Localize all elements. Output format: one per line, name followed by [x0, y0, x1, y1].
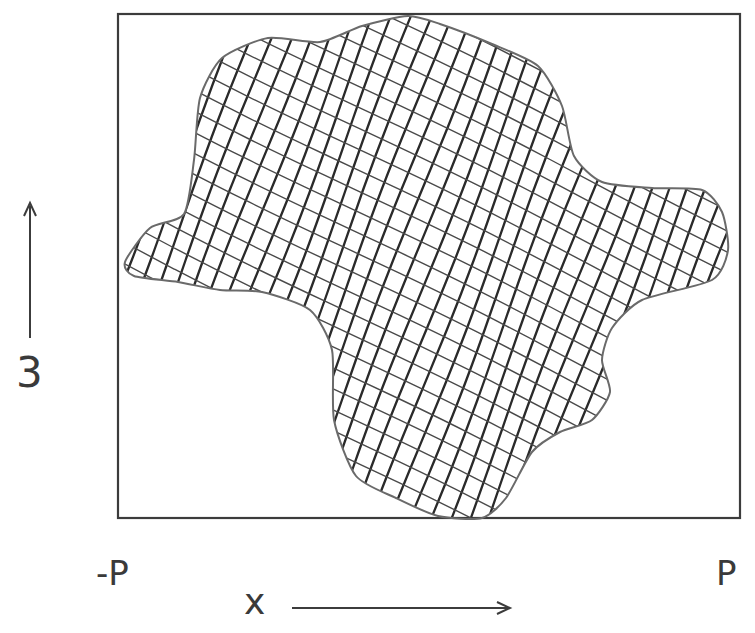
hatch-line	[100, 0, 755, 171]
hatch-line	[0, 0, 124, 540]
hatch-line	[100, 188, 755, 528]
axis-label: x	[244, 584, 265, 620]
hatch-line	[120, 0, 332, 540]
axis-arrow	[292, 607, 508, 609]
hatch-line	[100, 0, 755, 45]
hatch-line	[100, 503, 755, 633]
hatch-line	[345, 0, 556, 540]
hatch-line	[0, 0, 43, 540]
axis-limit: P	[716, 556, 737, 590]
hatch-line	[100, 0, 755, 318]
hatch-line	[78, 0, 295, 540]
hatch-line	[100, 82, 755, 422]
hatch-line	[100, 19, 755, 359]
axis-arrowhead	[24, 203, 36, 216]
hatch-line	[381, 0, 598, 540]
hatch-line	[100, 40, 755, 380]
hatch-line	[422, 0, 637, 540]
hatch-line	[615, 0, 755, 540]
hatch-line	[594, 0, 755, 540]
hatch-line	[0, 0, 196, 540]
hatch-line	[100, 230, 755, 569]
axis-arrowhead	[497, 602, 510, 614]
hatch-line	[192, 0, 405, 540]
hatch-line	[100, 630, 755, 633]
region-outline	[125, 16, 729, 519]
hatch-line	[0, 0, 144, 540]
hatch-line	[100, 103, 755, 443]
hatch-line	[652, 0, 755, 540]
hatch-line	[100, 419, 755, 633]
hatch-line	[100, 524, 755, 633]
hatch-line	[100, 0, 755, 3]
hatch-line	[100, 609, 755, 633]
hatch-line	[100, 398, 755, 633]
hatch-line	[100, 145, 755, 485]
hatch-line	[100, 314, 755, 633]
hatch-line	[0, 0, 62, 540]
hatch-line	[0, 0, 82, 540]
axis-arrow	[29, 206, 31, 338]
hatch-line	[100, 0, 755, 297]
hatch-line	[100, 0, 755, 150]
hatch-line	[58, 0, 275, 540]
hatch-line	[100, 356, 755, 633]
hatch-line	[100, 0, 755, 338]
hatch-line	[100, 0, 755, 192]
hatch-line	[634, 0, 755, 540]
hatch-line	[100, 272, 755, 611]
hatch-line	[100, 0, 755, 108]
hatch-line	[552, 0, 755, 540]
hatch-line	[100, 377, 755, 633]
hatch-line	[100, 251, 755, 590]
hatch-line	[100, 335, 755, 633]
hatch-line	[0, 0, 9, 540]
hatch-line	[100, 293, 755, 632]
hatch-line	[100, 588, 755, 633]
hatch-line	[100, 0, 755, 87]
hatch-line	[100, 482, 755, 633]
hatch-line	[533, 0, 749, 540]
hatch-line	[100, 545, 755, 633]
hatch-line	[0, 0, 179, 540]
hatch-line	[39, 0, 254, 540]
hatch-line	[704, 0, 755, 540]
hatch-line	[100, 440, 755, 633]
hatch-line	[100, 461, 755, 633]
hatch-line	[100, 0, 755, 276]
hatch-line	[515, 0, 727, 540]
hatch-line	[724, 0, 755, 540]
axis-label: 3	[16, 352, 43, 394]
axis-limit: -P	[96, 556, 129, 590]
hatch-line	[0, 0, 103, 540]
hatch-line	[668, 0, 755, 540]
hatch-line	[100, 167, 755, 507]
hatch-line	[0, 0, 26, 540]
hatch-line	[100, 566, 755, 633]
hatch-line	[745, 0, 755, 540]
